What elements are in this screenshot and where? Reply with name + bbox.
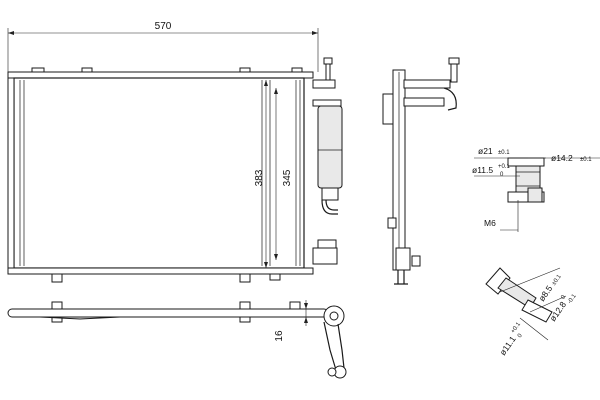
width-dimension: 570 (7, 21, 319, 72)
angled-inner-diameter-tol-upper: +0.1 (510, 321, 522, 335)
flange-diameter-tol: ±0.1 (580, 157, 592, 163)
inner-diameter-tol-upper: +0.1 (498, 164, 511, 170)
outer-diameter-label: ø21 (478, 146, 493, 156)
angled-mid-diameter-tol-lower: -0.1 (567, 293, 578, 305)
condenser-front-view: 570 383 345 (7, 21, 343, 283)
fitting-detail-b: ø8.5 ±0.1 ø12.8 0 -0.1 ø11.1 +0.1 0 (485, 267, 578, 357)
condenser-bottom-view: 16 (7, 300, 347, 379)
thickness-label: 16 (274, 330, 285, 342)
fitting-detail-a: ø21 ±0.1 ø14.2 ±0.1 ø11.5 +0.1 0 M6 (472, 146, 600, 232)
height-dimensions: 383 345 (254, 80, 293, 268)
inner-height-label: 345 (282, 169, 293, 186)
angled-outer-diameter-label: ø8.5 (536, 283, 554, 303)
thread-label: M6 (484, 218, 496, 228)
angled-inner-diameter-tol-lower: 0 (517, 332, 524, 339)
outer-diameter-tol: ±0.1 (498, 150, 510, 156)
outer-height-label: 383 (254, 169, 265, 186)
angled-outer-diameter-tol: ±0.1 (551, 273, 563, 287)
receiver-drier (312, 57, 343, 265)
angled-mid-diameter-tol-upper: 0 (560, 294, 567, 301)
condenser-side-view (382, 57, 460, 285)
flange-diameter-label: ø14.2 (551, 153, 573, 163)
inner-diameter-tol-lower: 0 (500, 172, 504, 178)
angled-inner-diameter-label: ø11.1 (497, 334, 517, 357)
inner-diameter-label: ø11.5 (472, 165, 493, 175)
width-label: 570 (155, 21, 172, 32)
